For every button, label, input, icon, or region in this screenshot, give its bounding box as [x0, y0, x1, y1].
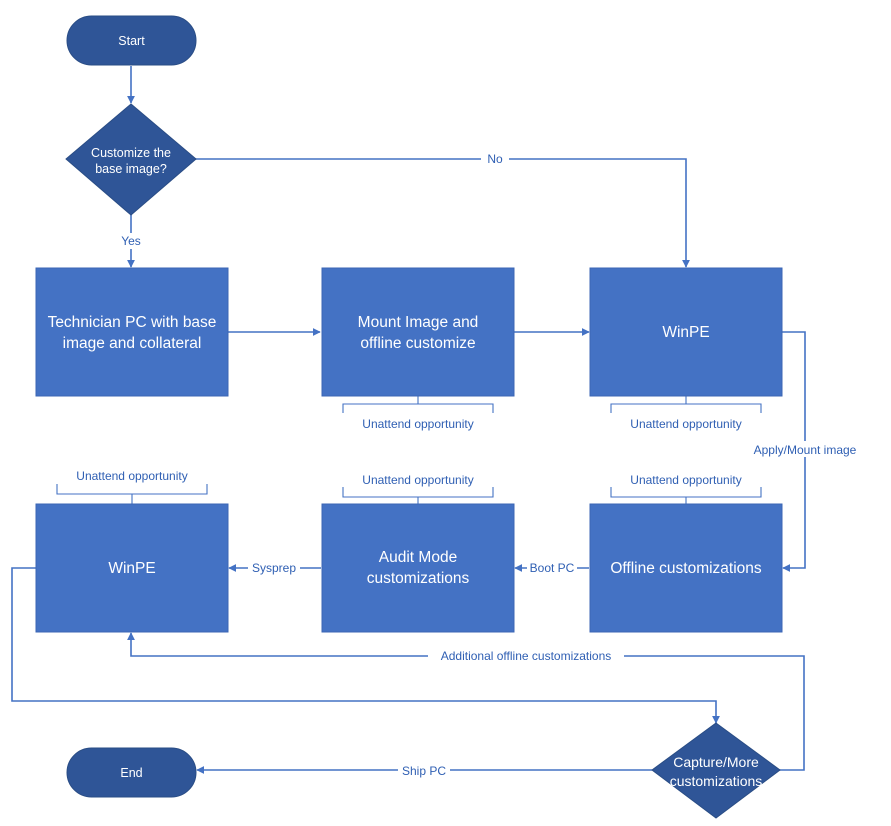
mount-image-line-1: Mount Image and	[358, 314, 479, 331]
box-mount-image: Mount Image and offline customize	[321, 267, 515, 397]
decision-capture-line-1: Capture/More	[673, 754, 759, 770]
box-offline-customizations: Offline customizations	[589, 503, 783, 633]
label-no: No	[487, 152, 503, 166]
bracket-offline	[610, 487, 762, 504]
start-label: Start	[118, 34, 145, 48]
decision-customize: Customize the base image?	[65, 103, 197, 216]
unattend-labels: Unattend opportunity Unattend opportunit…	[76, 417, 741, 487]
label-ship-pc: Ship PC	[402, 764, 446, 778]
label-sysprep: Sysprep	[252, 561, 296, 575]
technician-pc-line-1: Technician PC with base	[48, 314, 217, 331]
audit-mode-line-2: customizations	[367, 570, 470, 587]
unattend-offline-label: Unattend opportunity	[630, 473, 741, 487]
decision-capture-line-2: customizations	[670, 773, 763, 789]
winpe-top-label: WinPE	[662, 324, 709, 341]
box-audit-mode: Audit Mode customizations	[321, 503, 515, 633]
end-terminal: End	[66, 747, 197, 798]
technician-pc-line-2: image and collateral	[63, 335, 202, 352]
bracket-audit	[342, 487, 494, 504]
bracket-winpe-bottom	[56, 484, 208, 504]
offline-customizations-label: Offline customizations	[610, 560, 762, 577]
box-technician-pc: Technician PC with base image and collat…	[35, 267, 229, 397]
edge-winpe-to-capture	[11, 567, 720, 724]
label-apply-mount: Apply/Mount image	[754, 443, 857, 457]
decision-capture: Capture/More customizations	[651, 722, 781, 819]
label-additional-offline: Additional offline customizations	[441, 649, 612, 663]
box-winpe-bottom: WinPE	[35, 503, 229, 633]
unattend-mount-label: Unattend opportunity	[362, 417, 473, 431]
unattend-brackets	[56, 396, 762, 504]
bracket-winpe-top	[610, 396, 762, 413]
mount-image-line-2: offline customize	[360, 335, 475, 352]
decision-customize-line-2: base image?	[95, 162, 167, 176]
edge-no	[194, 158, 690, 268]
unattend-winpe-bottom-label: Unattend opportunity	[76, 469, 187, 483]
edge-additional-offline	[127, 632, 805, 771]
label-yes: Yes	[121, 234, 141, 248]
box-winpe-top: WinPE	[589, 267, 783, 397]
unattend-winpe-top-label: Unattend opportunity	[630, 417, 741, 431]
winpe-bottom-label: WinPE	[108, 560, 155, 577]
end-label: End	[120, 766, 142, 780]
bracket-mount	[342, 396, 494, 413]
decision-customize-line-1: Customize the	[91, 146, 171, 160]
audit-mode-line-1: Audit Mode	[379, 549, 457, 566]
unattend-audit-label: Unattend opportunity	[362, 473, 473, 487]
edge-labels: No Yes Apply/Mount image Boot PC Sysprep…	[116, 151, 865, 778]
start-terminal: Start	[66, 15, 197, 66]
label-boot-pc: Boot PC	[530, 561, 575, 575]
